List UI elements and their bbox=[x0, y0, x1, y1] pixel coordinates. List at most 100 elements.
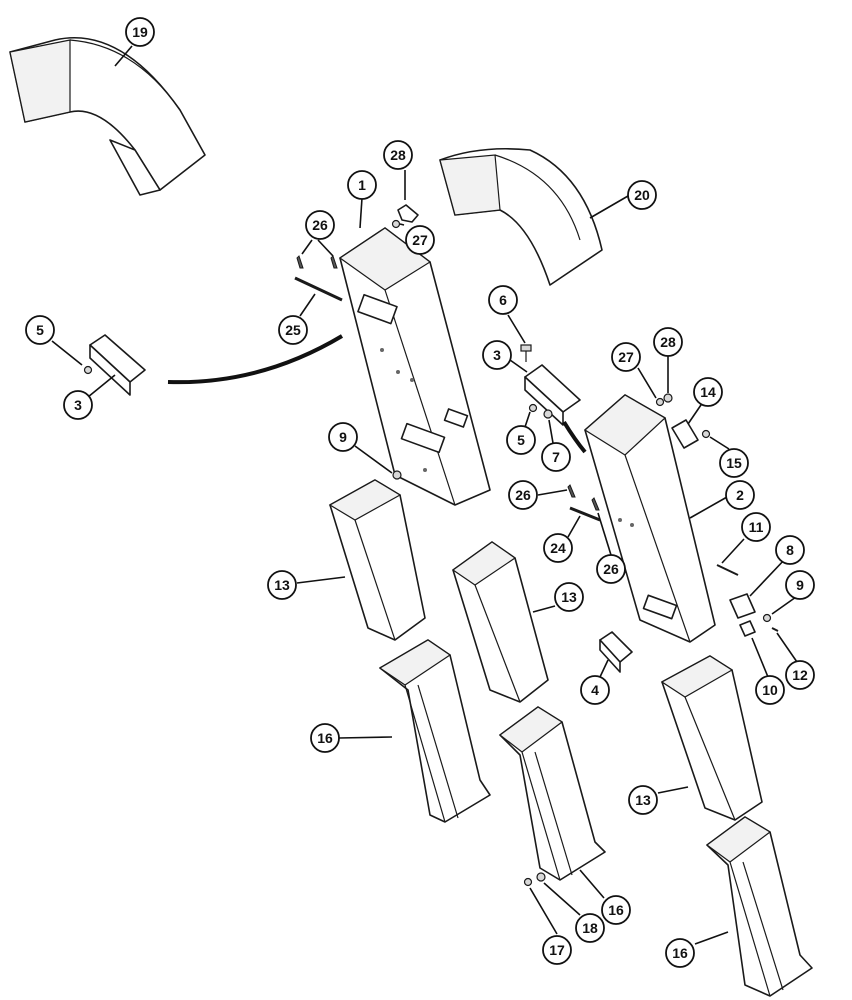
washer-bottom bbox=[536, 872, 546, 882]
tube-center bbox=[451, 541, 549, 703]
assembly-arc-center bbox=[562, 420, 587, 454]
callout-24: 24 bbox=[543, 533, 573, 563]
callout-20: 20 bbox=[627, 180, 657, 210]
callout-25: 25 bbox=[278, 315, 308, 345]
svg-text:1: 1 bbox=[358, 177, 366, 193]
svg-text:28: 28 bbox=[660, 334, 676, 350]
leader-lines bbox=[51, 45, 798, 945]
svg-text:16: 16 bbox=[317, 730, 333, 746]
spout-right bbox=[705, 816, 813, 997]
svg-text:16: 16 bbox=[608, 902, 624, 918]
callout-18: 18 bbox=[575, 913, 605, 943]
screw-right bbox=[701, 429, 711, 439]
callout-17: 17 bbox=[542, 935, 572, 965]
callout-11: 11 bbox=[741, 512, 771, 542]
svg-text:13: 13 bbox=[274, 577, 290, 593]
callout-16-right: 16 bbox=[665, 938, 695, 968]
clip-right bbox=[663, 393, 673, 403]
svg-text:26: 26 bbox=[312, 217, 328, 233]
nut-upper-left bbox=[392, 470, 402, 480]
callout-26-center: 26 bbox=[508, 480, 538, 510]
callout-4: 4 bbox=[580, 675, 610, 705]
svg-text:2: 2 bbox=[736, 487, 744, 503]
tube-left bbox=[328, 479, 426, 641]
pin-small bbox=[771, 627, 779, 632]
nut-bottom bbox=[523, 877, 533, 887]
pin-right bbox=[716, 564, 739, 576]
callout-7: 7 bbox=[541, 442, 571, 472]
callout-26-upper: 26 bbox=[305, 210, 335, 240]
nut-lower-right bbox=[762, 613, 772, 623]
callout-13-left: 13 bbox=[267, 570, 297, 600]
callout-9-left: 9 bbox=[328, 422, 358, 452]
svg-text:27: 27 bbox=[618, 349, 634, 365]
svg-text:5: 5 bbox=[36, 322, 44, 338]
svg-text:18: 18 bbox=[582, 920, 598, 936]
pin-clip-upper bbox=[296, 255, 338, 269]
svg-text:12: 12 bbox=[792, 667, 808, 683]
svg-text:26: 26 bbox=[603, 561, 619, 577]
svg-text:9: 9 bbox=[339, 429, 347, 445]
callout-1: 1 bbox=[347, 170, 377, 200]
pin-clip-lower bbox=[591, 497, 600, 511]
clip-top-left bbox=[397, 204, 419, 223]
svg-text:4: 4 bbox=[591, 682, 599, 698]
callout-13-right: 13 bbox=[628, 785, 658, 815]
svg-text:20: 20 bbox=[634, 187, 650, 203]
svg-text:11: 11 bbox=[749, 519, 764, 535]
plate-small bbox=[739, 620, 756, 637]
rod-center bbox=[569, 506, 601, 522]
callout-12: 12 bbox=[785, 660, 815, 690]
chute-upper-left bbox=[338, 227, 491, 506]
callout-16-center: 16 bbox=[601, 895, 631, 925]
svg-text:13: 13 bbox=[635, 792, 651, 808]
svg-text:10: 10 bbox=[762, 682, 778, 698]
rod-upper bbox=[294, 276, 343, 302]
svg-text:16: 16 bbox=[672, 945, 688, 961]
svg-text:26: 26 bbox=[515, 487, 531, 503]
bracket-small bbox=[599, 631, 633, 673]
callout-16-left: 16 bbox=[310, 723, 340, 753]
callout-15: 15 bbox=[719, 448, 749, 478]
washer-center bbox=[543, 409, 553, 419]
callout-6: 6 bbox=[488, 285, 518, 315]
svg-text:17: 17 bbox=[549, 942, 565, 958]
svg-text:3: 3 bbox=[74, 397, 82, 413]
callout-28-top: 28 bbox=[383, 140, 413, 170]
callout-19: 19 bbox=[125, 17, 155, 47]
svg-text:3: 3 bbox=[493, 347, 501, 363]
svg-text:7: 7 bbox=[552, 449, 560, 465]
callout-9-right: 9 bbox=[785, 570, 815, 600]
elbow-upper-right bbox=[439, 147, 603, 286]
nut-right bbox=[655, 397, 665, 407]
svg-text:9: 9 bbox=[796, 577, 804, 593]
callout-28-right: 28 bbox=[653, 327, 683, 357]
callout-27-top: 27 bbox=[405, 225, 435, 255]
svg-text:13: 13 bbox=[561, 589, 577, 605]
svg-text:14: 14 bbox=[700, 384, 716, 400]
assembly-arc-left bbox=[167, 334, 344, 385]
callout-14: 14 bbox=[693, 377, 723, 407]
spout-center bbox=[499, 706, 606, 881]
plate-lower-right bbox=[729, 593, 756, 619]
chute-right bbox=[583, 394, 716, 643]
bracket-center bbox=[524, 364, 581, 426]
callout-2: 2 bbox=[725, 480, 755, 510]
plate-right bbox=[671, 419, 699, 449]
pin-clip-center bbox=[567, 484, 576, 498]
bracket-left bbox=[89, 334, 146, 396]
nut-left bbox=[83, 365, 93, 375]
tube-right bbox=[660, 655, 763, 821]
callout-26-lower: 26 bbox=[596, 554, 626, 584]
svg-text:8: 8 bbox=[786, 542, 794, 558]
svg-text:28: 28 bbox=[390, 147, 406, 163]
svg-text:5: 5 bbox=[517, 432, 525, 448]
svg-text:27: 27 bbox=[412, 232, 428, 248]
svg-text:24: 24 bbox=[550, 540, 566, 556]
callout-5-center: 5 bbox=[506, 425, 536, 455]
callout-27-right: 27 bbox=[611, 342, 641, 372]
elbow-upper-left bbox=[9, 36, 206, 196]
svg-text:25: 25 bbox=[285, 322, 301, 338]
nut-top-left bbox=[391, 219, 401, 229]
